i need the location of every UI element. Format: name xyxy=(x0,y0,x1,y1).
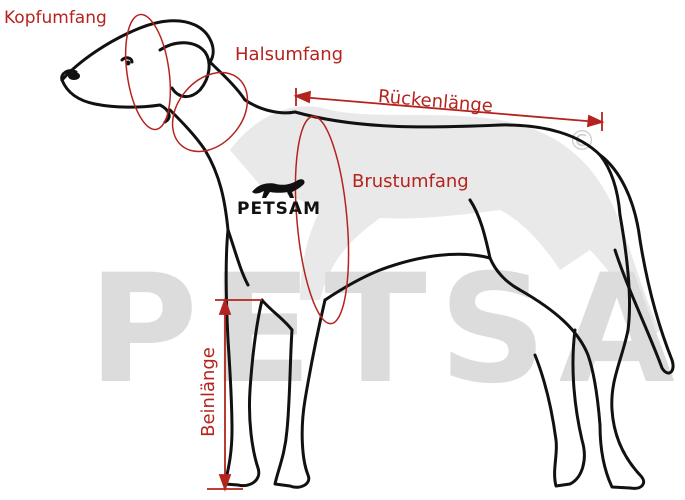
brand-logo-text: PETSAM xyxy=(237,199,321,219)
